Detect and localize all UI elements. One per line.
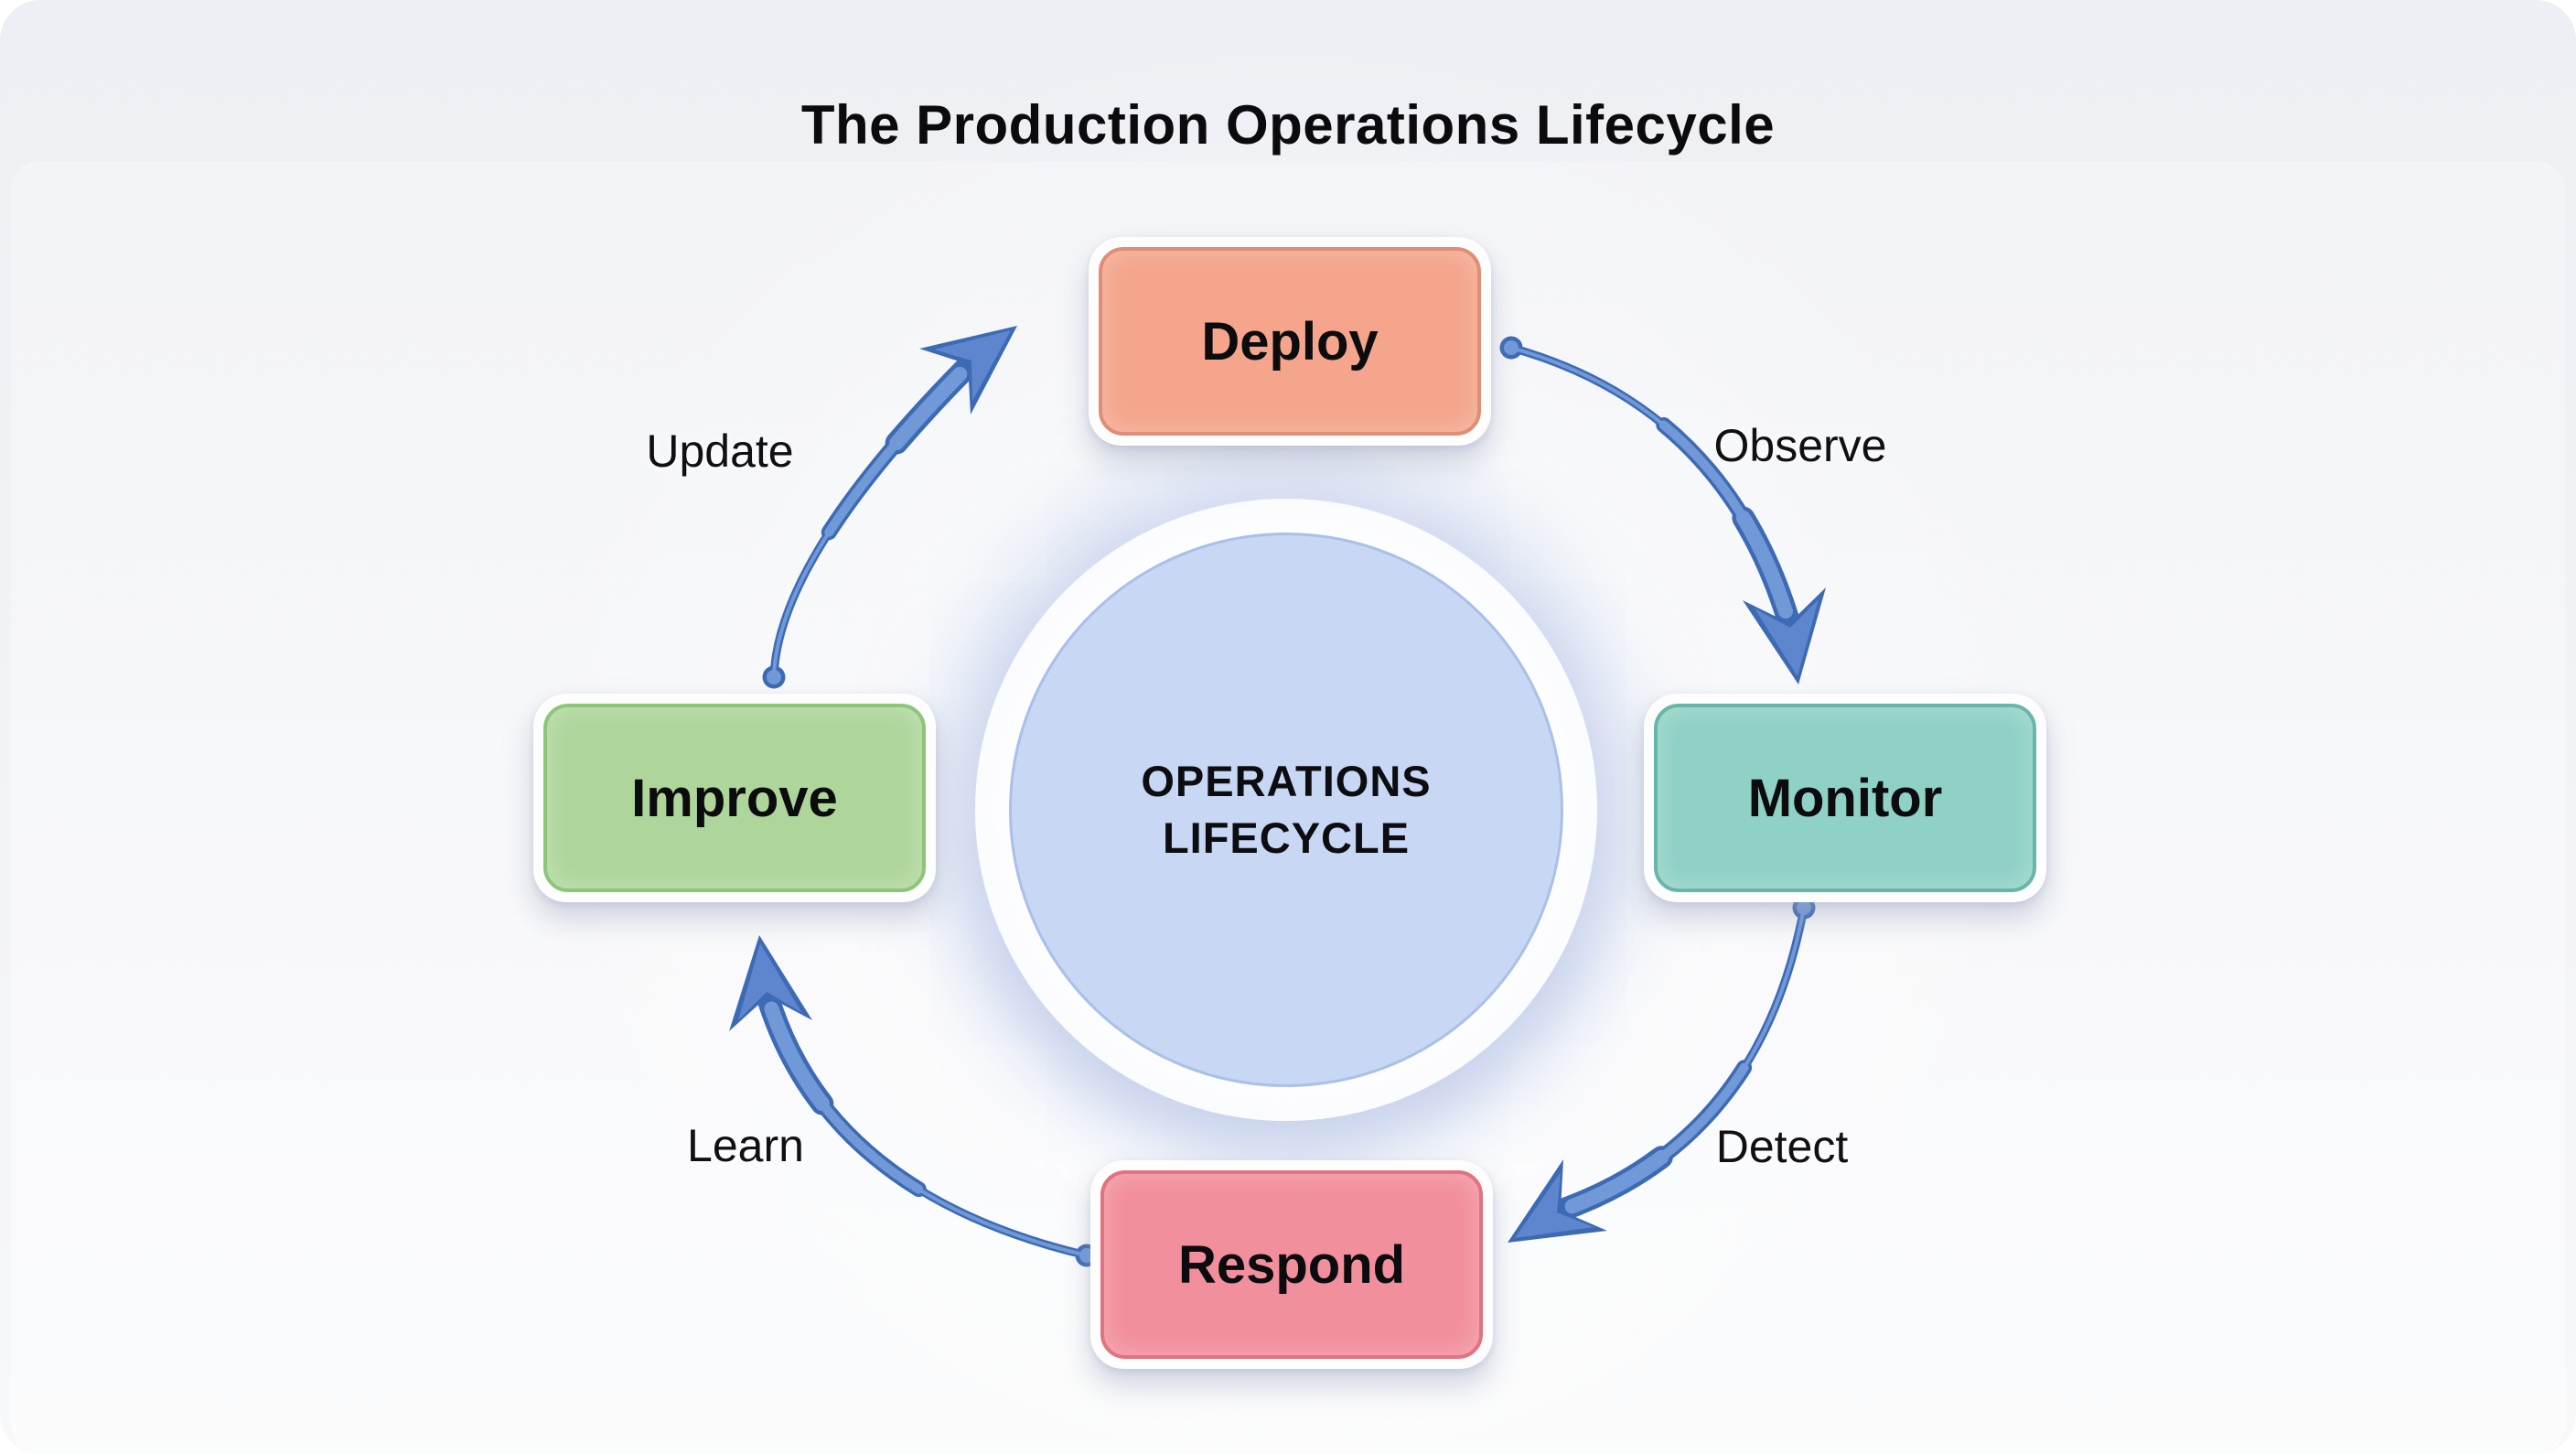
node-respond: Respond xyxy=(1090,1160,1493,1369)
node-improve: Improve xyxy=(533,694,936,902)
arrow-update-icon xyxy=(762,326,1017,689)
node-deploy-box: Deploy xyxy=(1099,247,1481,436)
node-respond-box: Respond xyxy=(1100,1170,1483,1359)
node-monitor-label: Monitor xyxy=(1747,768,1943,828)
node-deploy-label: Deploy xyxy=(1201,311,1379,372)
center-circle: OPERATIONS LIFECYCLE xyxy=(1009,533,1563,1087)
edge-label-detect: Detect xyxy=(1715,1121,1849,1172)
node-deploy: Deploy xyxy=(1089,237,1491,446)
arrow-learn-icon xyxy=(729,935,1099,1267)
edge-label-learn: Learn xyxy=(687,1120,804,1171)
node-monitor-box: Monitor xyxy=(1654,704,2036,892)
arrow-detect-icon xyxy=(1508,896,1816,1243)
edge-label-observe: Observe xyxy=(1713,420,1887,471)
node-improve-box: Improve xyxy=(543,704,926,892)
center-label-line1: OPERATIONS xyxy=(1141,756,1432,805)
center-label-line2: LIFECYCLE xyxy=(1162,813,1411,862)
node-respond-label: Respond xyxy=(1177,1234,1406,1295)
node-monitor: Monitor xyxy=(1644,694,2046,902)
page-title: The Production Operations Lifecycle xyxy=(800,94,1776,156)
edge-label-update: Update xyxy=(646,425,794,477)
node-improve-label: Improve xyxy=(631,768,838,828)
arrow-observe-icon xyxy=(1499,336,1826,684)
